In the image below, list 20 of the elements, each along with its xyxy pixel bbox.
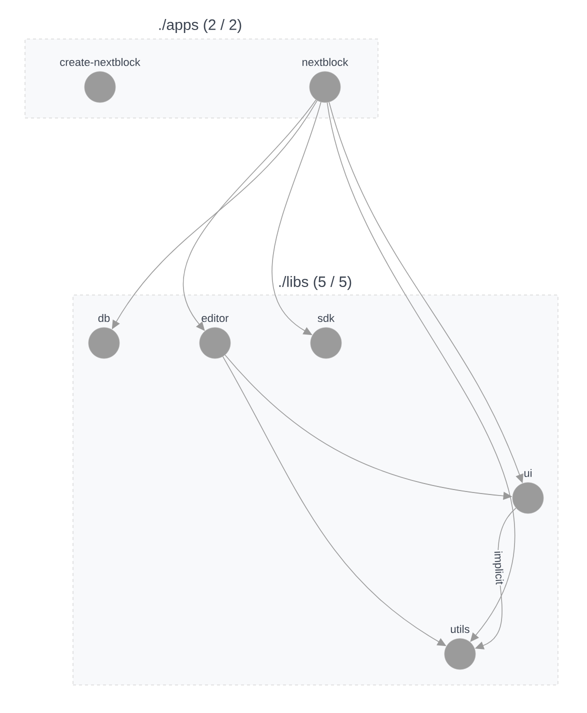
node-label: editor [202,314,229,322]
node-label: sdk [318,314,335,322]
arrow [183,99,316,331]
node-label: ui [524,468,532,478]
project-node: editor [199,314,231,359]
edge-label: implicit [491,550,505,586]
project-node: ui [512,468,544,514]
node-label: ./apps (2 / 2) [159,19,242,33]
node-label: db [98,314,110,322]
project-node: utils [444,624,476,670]
node-label: utils [450,624,470,634]
project-node: db [88,314,120,359]
project-node: create-nextblock [60,58,140,103]
node-label: create-nextblock [60,58,140,66]
project-node: sdk [310,314,342,359]
node-label: nextblock [302,58,348,66]
node-label: ./libs (5 / 5) [279,276,352,290]
project-node: nextblock [302,58,348,103]
arrow [272,102,322,336]
arrow [326,102,514,642]
